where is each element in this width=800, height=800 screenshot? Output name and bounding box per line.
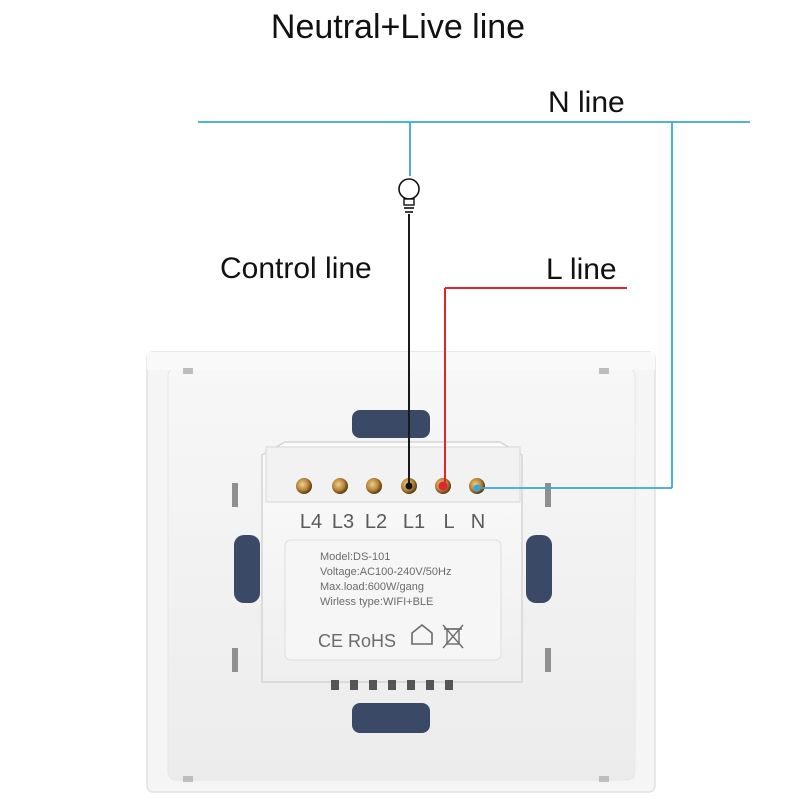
voltage-text: Voltage:AC100-240V/50Hz	[320, 566, 451, 578]
right-mount-slot	[526, 535, 552, 603]
screw-l4	[296, 478, 312, 494]
control-wire-tip	[405, 482, 413, 490]
weee-bin-icon	[442, 624, 464, 649]
model-text: Model:DS-101	[320, 551, 390, 563]
l-wire-tip	[438, 481, 448, 491]
screw-l2	[366, 478, 382, 494]
terminal-label: L4	[300, 511, 322, 533]
module-vents	[331, 680, 453, 690]
certification-text: CE RoHS	[318, 631, 396, 651]
lightbulb-icon	[398, 178, 420, 213]
diagram-title: Neutral+Live line	[271, 8, 525, 46]
terminal-label: L2	[365, 511, 387, 533]
terminal-label: N	[471, 511, 485, 533]
switch-module	[261, 441, 523, 690]
top-mount-slot	[352, 410, 430, 438]
n-wire-tip	[473, 484, 481, 492]
n-line-wire	[198, 121, 750, 489]
control-line-label: Control line	[220, 252, 372, 285]
n-line-label: N line	[548, 86, 625, 119]
terminal-label: L1	[403, 511, 425, 533]
terminal-labels: L4 L3 L2 L1 L N	[300, 511, 485, 533]
max-load-text: Max.load:600W/gang	[320, 581, 424, 593]
bottom-mount-slot	[352, 703, 430, 733]
wireless-text: Wirless type:WIFI+BLE	[320, 596, 433, 608]
terminal-label: L3	[332, 511, 354, 533]
left-mount-slot	[234, 535, 260, 603]
module-label-text: Model:DS-101 Voltage:AC100-240V/50Hz Max…	[318, 551, 464, 651]
house-icon	[411, 623, 433, 645]
screw-l3	[332, 478, 348, 494]
l-line-label: L line	[546, 253, 617, 286]
terminal-label: L	[443, 511, 454, 533]
l-line-wire	[444, 287, 627, 486]
